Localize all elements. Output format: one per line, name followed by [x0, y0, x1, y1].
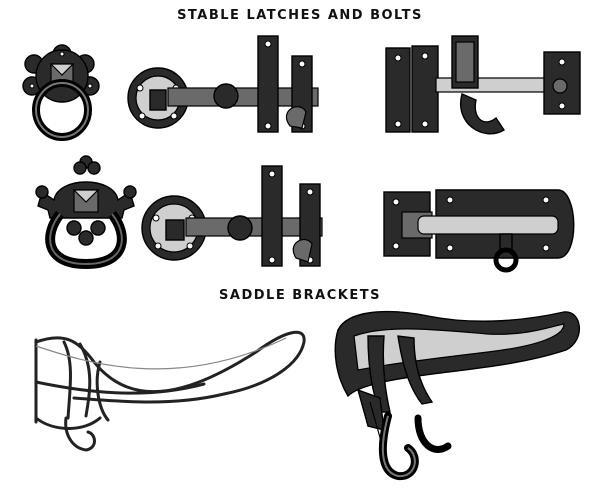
stable-latches-heading: STABLE LATCHES AND BOLTS — [177, 8, 423, 23]
barrel-bolt — [382, 182, 582, 276]
thumb-latch-lower — [140, 162, 330, 274]
gate-latch-upper — [384, 34, 584, 146]
ring-handle-flower-plate — [22, 44, 100, 148]
wire-saddle-bracket — [24, 322, 314, 462]
thumb-latch-upper — [127, 30, 328, 140]
ring-handle-ornate-plate — [34, 155, 138, 276]
cast-saddle-bracket — [328, 306, 584, 486]
saddle-brackets-heading: SADDLE BRACKETS — [219, 288, 381, 303]
